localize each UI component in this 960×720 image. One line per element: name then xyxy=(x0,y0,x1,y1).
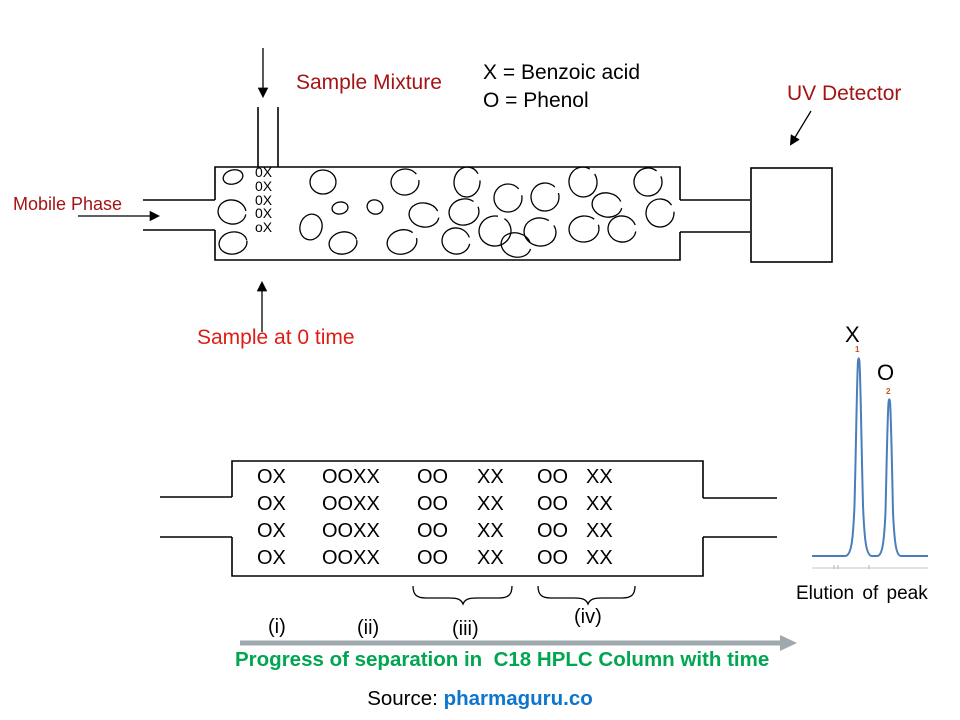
sample-at-0-label: Sample at 0 time xyxy=(197,326,355,349)
column2-cell: OX xyxy=(257,466,286,488)
column2-cell: XX xyxy=(586,493,613,515)
brace-iv xyxy=(537,585,636,606)
legend-x-label: X = Benzoic acid xyxy=(483,61,641,84)
column-packing-blobs xyxy=(217,166,675,258)
column2-cell: XX xyxy=(586,547,613,569)
column2-cell: OO xyxy=(537,466,569,488)
column2-cell: XX xyxy=(477,547,504,569)
column2-cell: OOXX xyxy=(322,466,380,488)
sample-injection-arrow xyxy=(257,48,279,167)
uv-detector-box xyxy=(750,167,833,263)
stack-row: 0X xyxy=(255,191,273,208)
hplc-column-1-outline xyxy=(143,166,750,261)
chromatogram-axis xyxy=(812,565,928,569)
column2-cell: XX xyxy=(477,466,504,488)
mobile-phase-label: Mobile Phase xyxy=(13,194,123,214)
column2-cell: OX xyxy=(257,547,286,569)
stage-iv-label: (iv) xyxy=(574,606,602,628)
column2-cell: XX xyxy=(586,466,613,488)
sample-mixture-label: Sample Mixture xyxy=(296,71,442,94)
column2-cell: XX xyxy=(477,520,504,542)
peak-o-label: O xyxy=(877,360,895,385)
progress-caption: Progress of separation in C18 HPLC Colum… xyxy=(235,648,770,671)
column2-cell: OOXX xyxy=(322,520,380,542)
column2-cell: OX xyxy=(257,493,286,515)
source-line: Source: pharmaguru.co xyxy=(0,687,960,711)
progress-arrow xyxy=(240,635,797,651)
stack-row: oX xyxy=(255,219,273,236)
column2-cell: OO xyxy=(537,520,569,542)
column2-cell: OO xyxy=(417,547,449,569)
source-prefix: Source: xyxy=(367,687,444,710)
legend-o-label: O = Phenol xyxy=(483,89,589,112)
stage-i-label: (i) xyxy=(268,616,286,638)
column2-cell: OO xyxy=(537,493,569,515)
column1-injection-stack: 0X 0X 0X 0X oX xyxy=(255,164,273,236)
stage-ii-label: (ii) xyxy=(357,617,380,639)
column2-cell: OX xyxy=(257,520,286,542)
elution-caption: Elution of peak xyxy=(796,583,928,604)
brace-iii xyxy=(412,585,513,606)
stack-row: 0X xyxy=(255,177,273,194)
column2-cell: XX xyxy=(477,493,504,515)
peak-2-marker: 2 xyxy=(886,387,891,396)
column2-cell: OO xyxy=(417,493,449,515)
stack-row: 0X xyxy=(255,205,273,222)
hplc-column-2-outline xyxy=(160,460,777,577)
source-link[interactable]: pharmaguru.co xyxy=(443,687,593,710)
column2-cell: OO xyxy=(537,547,569,569)
uv-detector-arrow xyxy=(789,110,812,146)
peak-1-marker: 1 xyxy=(855,345,860,354)
chromatogram-curve xyxy=(812,357,928,557)
column2-cell: OO xyxy=(417,466,449,488)
stack-row: 0X xyxy=(255,164,273,180)
column2-cell: OOXX xyxy=(322,493,380,515)
column2-cell: XX xyxy=(586,520,613,542)
column2-cell: OOXX xyxy=(322,547,380,569)
peak-x-label: X xyxy=(845,322,860,347)
uv-detector-label: UV Detector xyxy=(787,82,902,105)
stage-iii-label: (iii) xyxy=(452,618,479,640)
column2-cell: OO xyxy=(417,520,449,542)
